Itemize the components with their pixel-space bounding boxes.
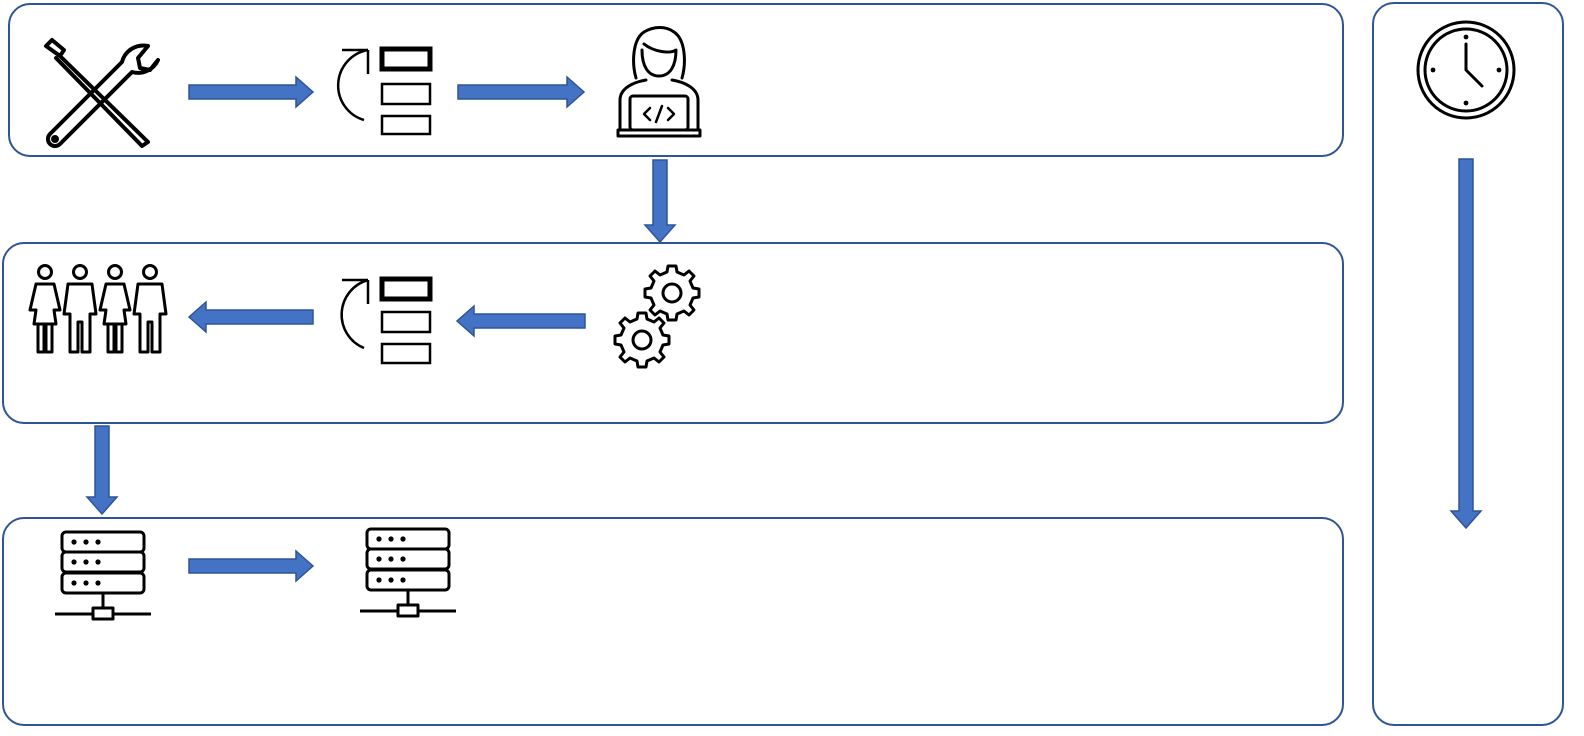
priority-list-icon	[336, 46, 434, 136]
arrow-left	[455, 304, 586, 338]
timeline-arrow-down	[1449, 158, 1483, 530]
row-3-panel	[2, 517, 1344, 726]
arrow-left	[187, 300, 314, 334]
tools-icon	[40, 38, 160, 150]
priority-list-icon	[338, 276, 434, 366]
arrow-down	[643, 159, 677, 244]
row-2-panel	[2, 242, 1344, 424]
people-group-icon	[24, 264, 172, 358]
arrow-right	[188, 75, 315, 109]
clock-icon	[1416, 20, 1516, 120]
developer-icon	[614, 26, 704, 140]
gears-icon	[612, 262, 704, 372]
server-icon	[359, 527, 457, 619]
arrow-down	[85, 425, 119, 516]
server-icon	[54, 530, 152, 622]
arrow-right	[188, 549, 315, 583]
arrow-right	[457, 75, 586, 109]
